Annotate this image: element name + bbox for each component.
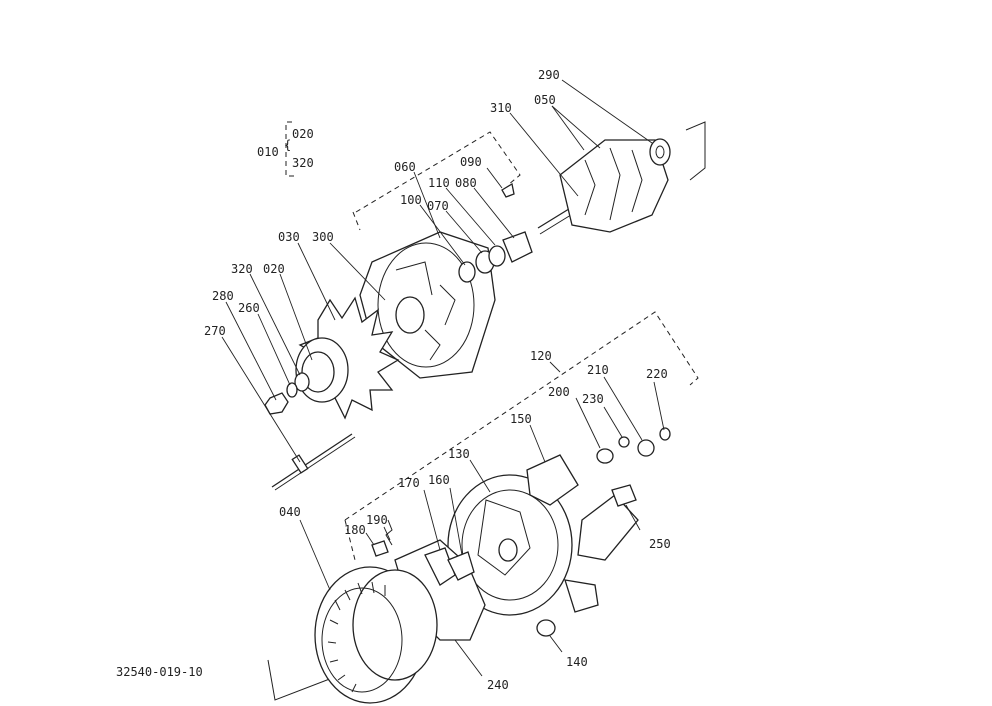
group-frames xyxy=(267,121,706,701)
callout-label: 280 xyxy=(212,289,234,303)
washer-260 xyxy=(286,382,298,398)
nut-210 xyxy=(637,439,655,457)
callout-label: 050 xyxy=(534,93,556,107)
callout-label: 220 xyxy=(646,367,668,381)
callout-label: 120 xyxy=(530,349,552,363)
rotor-assembly xyxy=(537,138,671,235)
nut-220 xyxy=(659,427,671,441)
nut-280 xyxy=(264,392,289,415)
pulley-fan-assembly xyxy=(264,296,400,491)
heat-sink-150 xyxy=(526,454,579,506)
callout-label: 290 xyxy=(538,68,560,82)
callout-label: 190 xyxy=(366,513,388,527)
callout-label: 320 xyxy=(231,262,253,276)
callout-label: 180 xyxy=(344,523,366,537)
callout-label: 040 xyxy=(279,505,301,519)
spring-190 xyxy=(385,519,393,546)
through-bolt xyxy=(271,433,353,488)
callout-labels: 290 310 050 060 090 110 080 100 070 030 … xyxy=(204,68,671,692)
callout-label: 250 xyxy=(649,537,671,551)
brush-180 xyxy=(371,540,389,557)
callout-label: 240 xyxy=(487,678,509,692)
callout-label: 030 xyxy=(278,230,300,244)
stator xyxy=(314,566,438,704)
svg-text:{: { xyxy=(284,138,291,152)
callout-label: 260 xyxy=(238,301,260,315)
spacer-100 xyxy=(458,261,476,283)
screw-090 xyxy=(501,182,515,198)
pulley-inner xyxy=(301,351,335,393)
rear-bracket-assembly xyxy=(447,427,671,637)
callout-label: 080 xyxy=(455,176,477,190)
callout-label: 020 xyxy=(263,262,285,276)
callout-label: 060 xyxy=(394,160,416,174)
cap-140 xyxy=(536,619,556,637)
spacer-320 xyxy=(294,372,310,392)
callout-label: 070 xyxy=(427,199,449,213)
callout-label: 140 xyxy=(566,655,588,669)
group-id: 010 xyxy=(257,145,279,159)
retainer-080 xyxy=(502,231,533,263)
rotor-bearing xyxy=(649,138,671,166)
callout-label: 300 xyxy=(312,230,334,244)
callout-label: 310 xyxy=(490,101,512,115)
diode-plate xyxy=(577,494,639,561)
brush-holder-160 xyxy=(447,551,475,581)
callout-label: 130 xyxy=(448,447,470,461)
bushing-200 xyxy=(596,448,614,464)
front-bracket-assembly xyxy=(359,182,533,379)
callout-label: 090 xyxy=(460,155,482,169)
group-label: 010 { 020 320 xyxy=(257,127,314,170)
leader-lines xyxy=(221,79,665,677)
callout-label: 170 xyxy=(398,476,420,490)
callout-label: 270 xyxy=(204,324,226,338)
terminal-250 xyxy=(611,484,637,507)
washer-230 xyxy=(618,436,630,448)
callout-label: 160 xyxy=(428,473,450,487)
callout-label: 150 xyxy=(510,412,532,426)
callout-label: 110 xyxy=(428,176,450,190)
callout-label: 210 xyxy=(587,363,609,377)
callout-label: 230 xyxy=(582,392,604,406)
group-item: 020 xyxy=(292,127,314,141)
callout-label: 100 xyxy=(400,193,422,207)
drawing-number: 32540-019-10 xyxy=(116,665,203,679)
group-item: 320 xyxy=(292,156,314,170)
callout-label: 200 xyxy=(548,385,570,399)
bearing-110 xyxy=(488,245,506,267)
